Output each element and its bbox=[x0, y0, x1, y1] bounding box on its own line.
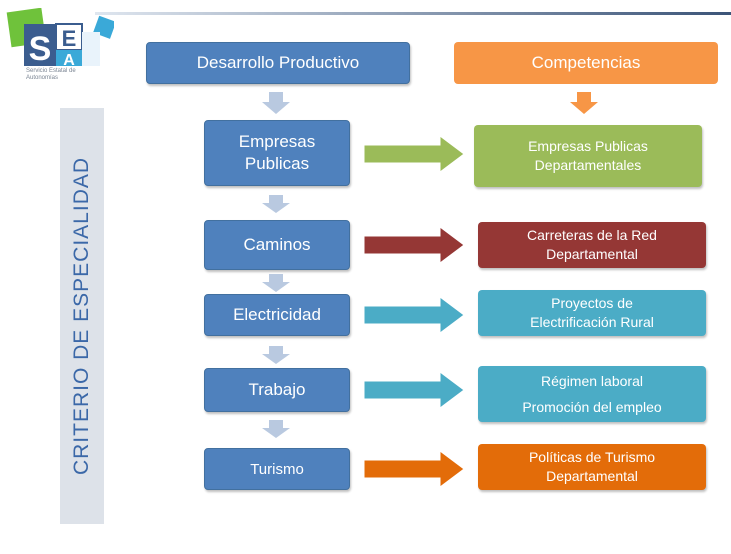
down-arrow-icon bbox=[262, 420, 290, 438]
down-arrow-icon bbox=[262, 346, 290, 364]
svg-text:A: A bbox=[63, 52, 75, 69]
down-arrow-icon bbox=[262, 274, 290, 292]
right-box-electrificacion-rural: Proyectos de Electrificación Rural bbox=[478, 290, 706, 336]
logo-caption: Servicio Estatal de Autonomías bbox=[26, 68, 76, 81]
right-box-carreteras: Carreteras de la Red Departamental bbox=[478, 222, 706, 268]
right-arrow-icon bbox=[364, 451, 464, 487]
left-box-trabajo: Trabajo bbox=[204, 368, 350, 412]
sidebar-band bbox=[60, 108, 104, 524]
header-desarrollo-productivo: Desarrollo Productivo bbox=[146, 42, 410, 84]
right-box-regimen-laboral: Régimen laboral Promoción del empleo bbox=[478, 366, 706, 422]
svg-text:S: S bbox=[29, 30, 52, 68]
right-arrow-icon bbox=[364, 372, 464, 408]
down-arrow-icon bbox=[262, 195, 290, 213]
top-rule bbox=[95, 12, 731, 15]
right-arrow-icon bbox=[364, 136, 464, 172]
header-competencias: Competencias bbox=[454, 42, 718, 84]
right-arrow-icon bbox=[364, 227, 464, 263]
sea-logo-icon: S E A bbox=[6, 7, 117, 69]
left-box-empresas-publicas: Empresas Publicas bbox=[204, 120, 350, 186]
left-box-electricidad: Electricidad bbox=[204, 294, 350, 336]
down-arrow-icon bbox=[570, 92, 598, 114]
right-box-empresas-publicas-departamentales: Empresas Publicas Departamentales bbox=[474, 125, 702, 187]
left-box-caminos: Caminos bbox=[204, 220, 350, 270]
right-arrow-icon bbox=[364, 297, 464, 333]
svg-text:E: E bbox=[62, 26, 77, 51]
right-box-politicas-turismo: Políticas de Turismo Departamental bbox=[478, 444, 706, 490]
sea-logo: S E A bbox=[4, 7, 117, 88]
down-arrow-icon bbox=[262, 92, 290, 114]
left-box-turismo: Turismo bbox=[204, 448, 350, 490]
sidebar-label: CRITERIO DE ESPECIALIDAD bbox=[70, 156, 93, 476]
